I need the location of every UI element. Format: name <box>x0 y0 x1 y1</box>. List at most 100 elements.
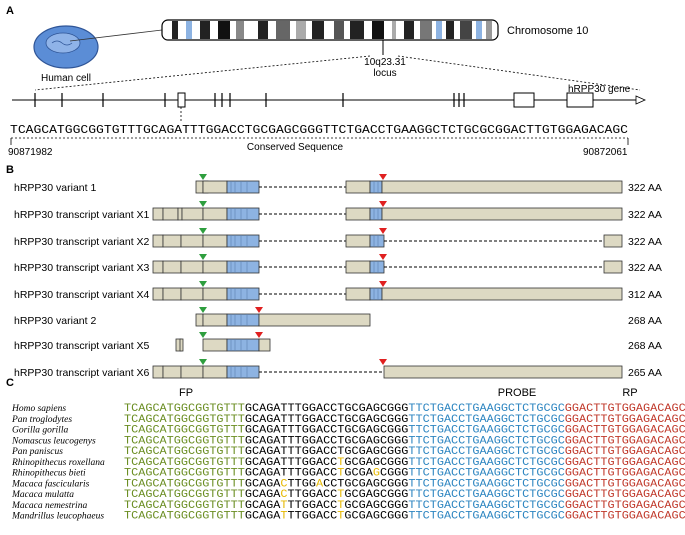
exon-coding <box>226 260 260 274</box>
coord-start: 90871982 <box>8 147 53 158</box>
exon-utr <box>202 207 228 221</box>
exon-utr <box>381 180 623 194</box>
panel-b-letter: B <box>6 164 14 176</box>
variant-aa-length: 322 AA <box>628 182 662 194</box>
panel-c-letter: C <box>6 377 14 389</box>
species-name: Mandrillus leucophaeus <box>11 512 104 522</box>
sequence-segment: GCGA <box>344 468 373 480</box>
chromosome-band <box>486 21 492 39</box>
chromosome-band <box>476 21 482 39</box>
exon-utr <box>180 365 204 379</box>
sequence-segment: C <box>280 478 288 490</box>
chromosome-label: Chromosome 10 <box>507 25 588 37</box>
locus-label-line1: 10q23.31 <box>364 57 406 68</box>
chromosome-band <box>236 21 244 39</box>
sequence-segment: GGACTTGTGGAGACAGC <box>565 478 685 490</box>
sequence-segment: TTCTGACCTGAAGGCTCTGCGC <box>408 489 565 501</box>
chromosome-band <box>446 21 454 39</box>
sequence-segment: GGACTTGTGGAGACAGC <box>565 446 685 458</box>
cell-label: Human cell <box>41 73 91 84</box>
sequence-segment: GCAGATTTGGACCTGCGAGCGGG <box>245 414 409 426</box>
chromosome-band <box>420 21 432 39</box>
species-name: Pan troglodytes <box>11 415 72 425</box>
exon-coding <box>226 234 260 248</box>
exon-utr <box>202 338 228 352</box>
probe-label: PROBE <box>498 387 537 399</box>
sequence-segment: T <box>280 500 288 512</box>
sequence-segment: TCAGCATGGCGGTGTTT <box>124 478 245 490</box>
exon-utr <box>152 234 164 248</box>
stop-marker-icon <box>379 254 387 260</box>
variant-aa-length: 312 AA <box>628 289 662 301</box>
conserved-label: Conserved Sequence <box>247 142 344 153</box>
sequence-segment: GGACTTGTGGAGACAGC <box>565 403 685 415</box>
sequence-segment: GCAGATTTGGACCTGCGAGCGGG <box>245 446 409 458</box>
sequence-segment: TCAGCATGGCGGTGTTT <box>124 414 245 426</box>
sequence-segment: GGACTTGTGGAGACAGC <box>565 435 685 447</box>
species-name: Homo sapiens <box>11 404 66 414</box>
exon-utr <box>162 365 182 379</box>
sequence-segment: TTCTGACCTGAAGGCTCTGCGC <box>408 414 565 426</box>
sequence-segment: T <box>337 500 345 512</box>
exon-utr <box>162 234 182 248</box>
gene-exon-box <box>566 92 594 108</box>
exon-utr <box>177 207 183 221</box>
exon-utr <box>162 207 179 221</box>
chromosome-band <box>186 21 192 39</box>
sequence-segment: TTGGACC <box>288 511 338 523</box>
gene-exon-box <box>513 92 535 108</box>
sequence-segment: GGACTTGTGGAGACAGC <box>565 414 685 426</box>
exon-utr <box>162 260 182 274</box>
variant-name: hRPP30 transcript variant X1 <box>14 209 150 221</box>
chromosome-band <box>436 21 442 39</box>
zoom-line-left <box>34 55 371 91</box>
chromosome-band <box>392 21 396 39</box>
exon-utr <box>603 260 623 274</box>
chromosome-band <box>372 21 384 39</box>
gene-exon-box <box>177 92 186 108</box>
sequence-segment: TTGG <box>288 478 316 490</box>
sequence-segment: GCAGA <box>245 511 281 523</box>
species-name: Rhinopithecus roxellana <box>11 458 105 468</box>
exon-utr <box>202 313 228 327</box>
sequence-segment: TCAGCATGGCGGTGTTT <box>124 511 245 523</box>
exon-utr <box>603 234 623 248</box>
exon-utr <box>202 234 228 248</box>
variant-aa-length: 322 AA <box>628 209 662 221</box>
exon-coding <box>369 287 383 301</box>
sequence-segment: CGGG <box>380 468 408 480</box>
sequence-segment: TCAGCATGGCGGTGTTT <box>124 435 245 447</box>
exon-utr <box>345 287 371 301</box>
sequence-segment: GGACTTGTGGAGACAGC <box>565 489 685 501</box>
exon-coding <box>369 207 383 221</box>
exon-utr <box>345 234 371 248</box>
sequence-segment: TCAGCATGGCGGTGTTT <box>124 446 245 458</box>
sequence-segment: CCTGCGAGCGGG <box>323 478 408 490</box>
start-marker-icon <box>199 201 207 207</box>
chromosome-band <box>350 21 364 39</box>
exon-utr <box>202 180 228 194</box>
chromosome-band <box>200 21 210 39</box>
sequence-segment: TTCTGACCTGAAGGCTCTGCGC <box>408 446 565 458</box>
sequence-segment: GGACTTGTGGAGACAGC <box>565 511 685 523</box>
variant-aa-length: 268 AA <box>628 315 662 327</box>
variant-aa-length: 268 AA <box>628 340 662 352</box>
sequence-segment: GCAGATTTGGACCTGCGAGCGGG <box>245 435 409 447</box>
exon-utr <box>195 180 204 194</box>
start-marker-icon <box>199 281 207 287</box>
chromosome-10 <box>161 19 499 41</box>
start-marker-icon <box>199 174 207 180</box>
sequence-segment: T <box>337 468 345 480</box>
rp-label: RP <box>622 387 637 399</box>
variant-name: hRPP30 transcript variant X3 <box>14 262 150 274</box>
exon-utr <box>162 287 182 301</box>
sequence-segment: TTCTGACCTGAAGGCTCTGCGC <box>408 478 565 490</box>
sequence-segment: GCGAGCGGG <box>344 457 408 469</box>
